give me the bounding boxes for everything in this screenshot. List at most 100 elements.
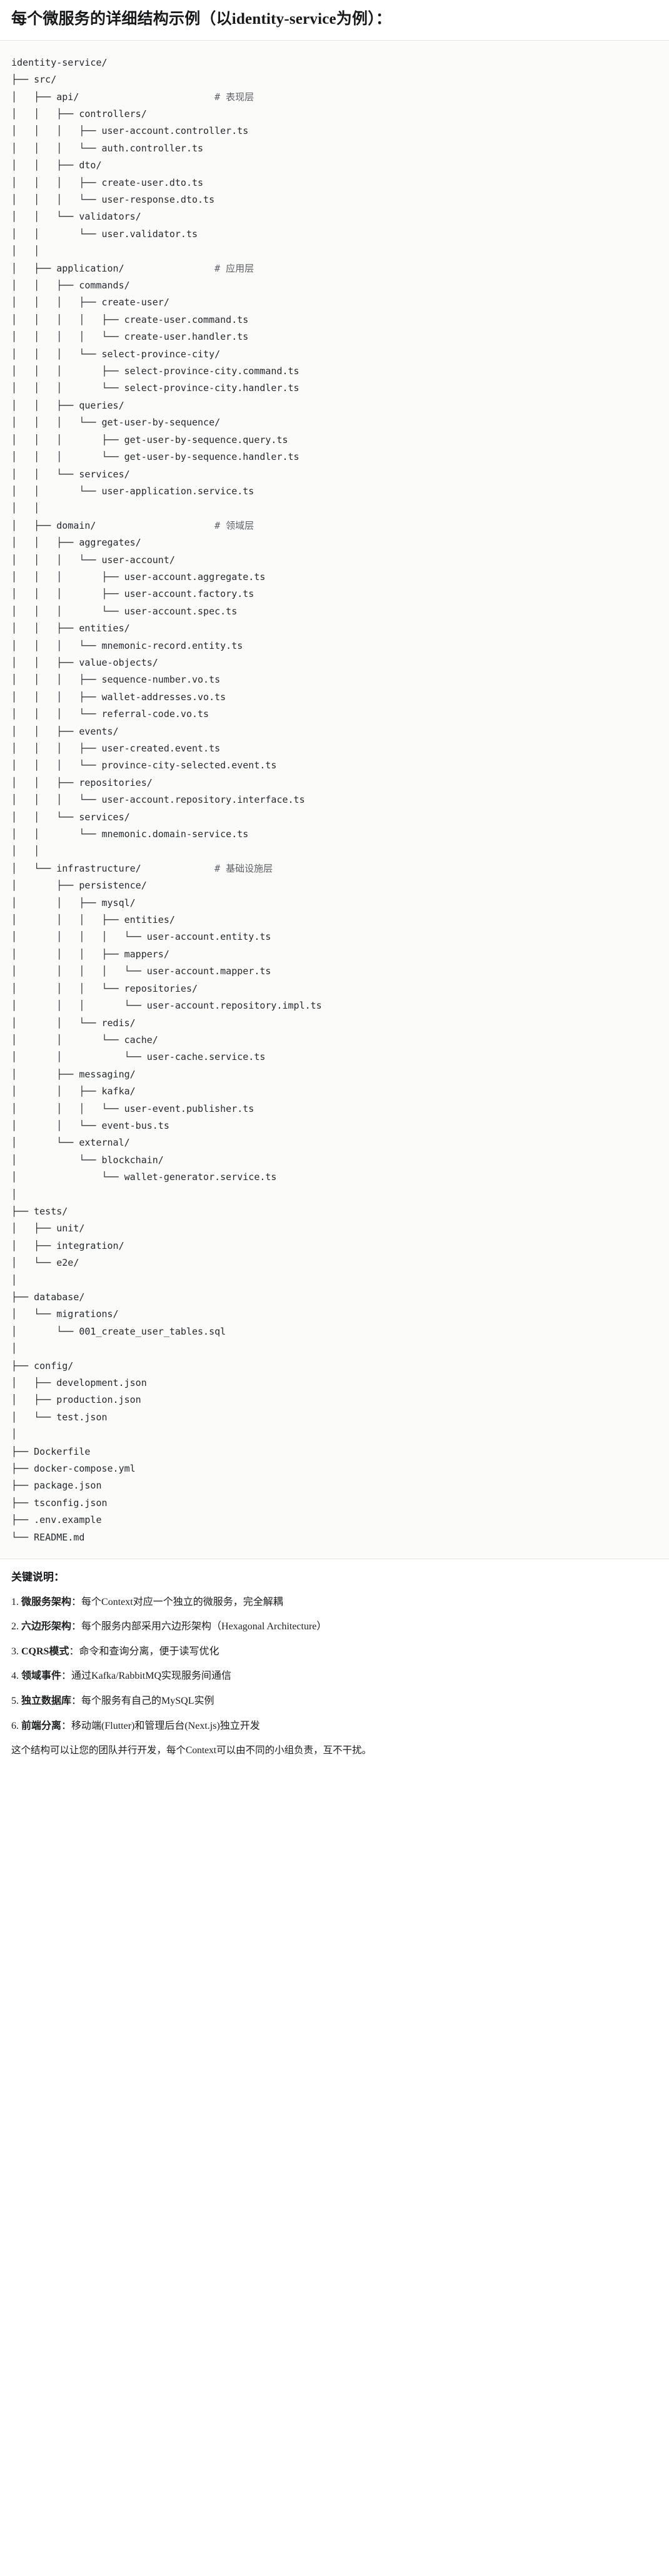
tree-line-path: │ │ ├── queries/ — [11, 399, 124, 411]
tree-line-path: │ └── test.json — [11, 1411, 108, 1423]
tree-line: │ │ │ ├── user-account.aggregate.ts — [11, 569, 658, 586]
tree-line: │ │ │ │ └── user-account.mapper.ts — [11, 963, 658, 980]
tree-line-path: ├── config/ — [11, 1360, 74, 1372]
tree-line-path: │ │ │ │ └── user-account.entity.ts — [11, 931, 271, 943]
key-note-separator: ： — [71, 1621, 82, 1632]
tree-line: │ │ │ │ └── create-user.handler.ts — [11, 328, 658, 345]
tree-line-comment: # 应用层 — [214, 262, 254, 274]
tree-line: │ │ — [11, 243, 658, 260]
key-note-term: 六边形架构 — [21, 1621, 72, 1632]
tree-line-path: │ │ ├── value-objects/ — [11, 656, 158, 668]
tree-line: │ │ — [11, 500, 658, 517]
tree-line-path: │ │ │ │ └── user-account.mapper.ts — [11, 965, 271, 977]
tree-line-path: ├── src/ — [11, 74, 57, 86]
tree-line-path: │ ├── messaging/ — [11, 1068, 136, 1080]
tree-line: │ ├── development.json — [11, 1375, 658, 1392]
tree-line: │ │ │ ├── sequence-number.vo.ts — [11, 671, 658, 688]
tree-line-path: │ │ │ └── get-user-by-sequence/ — [11, 417, 221, 429]
tree-line-path: │ │ │ ├── select-province-city.command.t… — [11, 365, 299, 377]
tree-line: │ ├── api/ # 表现层 — [11, 89, 658, 106]
tree-line: ├── src/ — [11, 71, 658, 88]
tree-line-path: │ └── infrastructure/ — [11, 862, 141, 874]
tree-line-path: │ │ │ ├── wallet-addresses.vo.ts — [11, 691, 226, 703]
tree-line: │ │ ├── commands/ — [11, 277, 658, 294]
tree-line: ├── package.json — [11, 1477, 658, 1494]
key-note-body: 每个Context对应一个独立的微服务，完全解耦 — [81, 1596, 283, 1607]
tree-line-path: identity-service/ — [11, 56, 108, 68]
tree-line-path: │ │ │ └── user-account/ — [11, 554, 175, 566]
key-note-term: 独立数据库 — [21, 1695, 72, 1706]
tree-line-path: │ │ │ ├── mappers/ — [11, 948, 169, 960]
tree-line-path: │ — [11, 1188, 18, 1200]
key-note-number: 4. — [11, 1671, 21, 1682]
key-note-body: 移动端(Flutter)和管理后台(Next.js)独立开发 — [71, 1720, 260, 1731]
tree-line-path: │ │ │ ├── get-user-by-sequence.query.ts — [11, 434, 288, 445]
tree-line-path: │ │ └── event-bus.ts — [11, 1119, 169, 1131]
tree-line-path: │ └── external/ — [11, 1137, 130, 1149]
tree-line-path: │ └── blockchain/ — [11, 1154, 164, 1166]
tree-line-path: ├── docker-compose.yml — [11, 1463, 136, 1475]
key-note-separator: ： — [69, 1646, 79, 1657]
tree-line: │ — [11, 1186, 658, 1203]
tree-line: ├── config/ — [11, 1358, 658, 1375]
tree-line: │ │ └── services/ — [11, 466, 658, 483]
tree-line-path: │ │ │ └── select-province-city.handler.t… — [11, 382, 299, 394]
tree-line-path: │ │ │ └── user-account.spec.ts — [11, 605, 238, 617]
key-notes-list: 1. 微服务架构：每个Context对应一个独立的微服务，完全解耦 2. 六边形架… — [11, 1594, 658, 1734]
tree-comment-spacer — [96, 520, 214, 531]
tree-line: ├── docker-compose.yml — [11, 1460, 658, 1477]
tree-line-path: │ │ │ └── get-user-by-sequence.handler.t… — [11, 451, 299, 463]
tree-comment-spacer — [124, 263, 215, 274]
tree-line: ├── database/ — [11, 1289, 658, 1306]
tree-line-path: │ ├── domain/ — [11, 519, 96, 531]
tree-line-path: └── README.md — [11, 1531, 85, 1543]
tree-line: │ │ │ └── user-event.publisher.ts — [11, 1101, 658, 1117]
tree-line-path: │ └── e2e/ — [11, 1257, 79, 1269]
key-note-item: 5. 独立数据库：每个服务有自己的MySQL实例 — [11, 1693, 658, 1709]
tree-line-path: │ │ ├── kafka/ — [11, 1086, 136, 1097]
tree-line: │ │ └── redis/ — [11, 1015, 658, 1032]
key-note-number: 1. — [11, 1596, 21, 1607]
tree-line-path: │ │ │ └── user-account.repository.interf… — [11, 794, 305, 806]
tree-line: │ │ │ ├── create-user/ — [11, 294, 658, 311]
tree-line: │ │ │ └── get-user-by-sequence/ — [11, 414, 658, 431]
tree-line: │ — [11, 1272, 658, 1289]
tree-line-path: │ │ ├── dto/ — [11, 160, 102, 171]
document-page: 每个微服务的详细结构示例（以identity-service为例）： ident… — [0, 11, 669, 1756]
tree-line: │ │ │ └── mnemonic-record.entity.ts — [11, 638, 658, 654]
page-title: 每个微服务的详细结构示例（以identity-service为例）： — [11, 11, 392, 28]
tree-line: identity-service/ — [11, 54, 658, 71]
tree-line-path: │ │ └── user-cache.service.ts — [11, 1051, 266, 1063]
tree-line: │ └── wallet-generator.service.ts — [11, 1169, 658, 1186]
tree-line: │ │ │ └── user-account.repository.interf… — [11, 792, 658, 808]
tree-line-path: │ │ ├── commands/ — [11, 280, 130, 292]
tree-line-path: ├── tsconfig.json — [11, 1497, 108, 1509]
tree-line-path: │ │ ├── entities/ — [11, 623, 130, 634]
tree-line: │ ├── unit/ — [11, 1220, 658, 1237]
tree-line-path: │ — [11, 1274, 18, 1286]
tree-line: │ │ └── mnemonic.domain-service.ts — [11, 826, 658, 843]
tree-line: │ │ │ └── get-user-by-sequence.handler.t… — [11, 449, 658, 466]
tree-line-path: │ │ └── validators/ — [11, 211, 141, 223]
tree-line-path: │ │ └── mnemonic.domain-service.ts — [11, 828, 249, 840]
tree-line-path: │ ├── application/ — [11, 262, 124, 274]
key-note-item: 1. 微服务架构：每个Context对应一个独立的微服务，完全解耦 — [11, 1594, 658, 1611]
tree-line-path: │ │ │ ├── user-created.event.ts — [11, 743, 221, 754]
tree-line: │ ├── persistence/ — [11, 877, 658, 894]
key-note-item: 2. 六边形架构：每个服务内部采用六边形架构（Hexagonal Archite… — [11, 1619, 658, 1635]
tree-line: │ └── e2e/ — [11, 1255, 658, 1271]
tree-line: │ └── blockchain/ — [11, 1152, 658, 1169]
tree-line: │ │ ├── controllers/ — [11, 106, 658, 123]
tree-comment-spacer — [141, 863, 214, 874]
tree-line: │ │ │ ├── user-account.controller.ts — [11, 123, 658, 140]
key-note-number: 3. — [11, 1646, 21, 1657]
tree-line: │ │ │ └── province-city-selected.event.t… — [11, 757, 658, 774]
tree-line-path: │ │ │ │ ├── create-user.command.ts — [11, 313, 249, 325]
directory-tree: identity-service/ ├── src/ │ ├── api/ # 表现… — [11, 54, 658, 1546]
tree-line-path: │ │ ├── controllers/ — [11, 108, 147, 120]
key-note-number: 2. — [11, 1621, 21, 1632]
key-note-term: 前端分离 — [21, 1720, 62, 1731]
tree-line: ├── Dockerfile — [11, 1443, 658, 1460]
tree-line: │ │ │ └── select-province-city.handler.t… — [11, 380, 658, 397]
tree-line-path: │ │ │ └── auth.controller.ts — [11, 142, 204, 154]
